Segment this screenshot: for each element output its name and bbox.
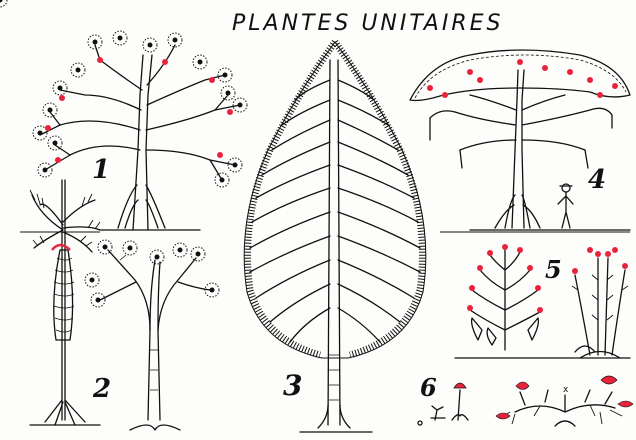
figure-6-seedlings: 6 x (418, 373, 633, 426)
figure-5-shrubs: 5 (455, 244, 630, 358)
figure-4-number: 4 (588, 165, 606, 195)
figure-6-number: 6 (420, 373, 437, 402)
figure-3-tree: 3 (244, 42, 426, 432)
plate-title: PLANTES UNITAIRES (232, 11, 503, 36)
figure-2-palm: 2 (30, 180, 219, 430)
figure-5-number: 5 (545, 255, 562, 284)
svg-text:x: x (563, 385, 569, 395)
figure-2-number: 2 (92, 374, 111, 404)
figure-1-number: 1 (92, 155, 110, 185)
figure-3-number: 3 (283, 369, 302, 402)
figure-4-tree: 4 (410, 50, 630, 230)
